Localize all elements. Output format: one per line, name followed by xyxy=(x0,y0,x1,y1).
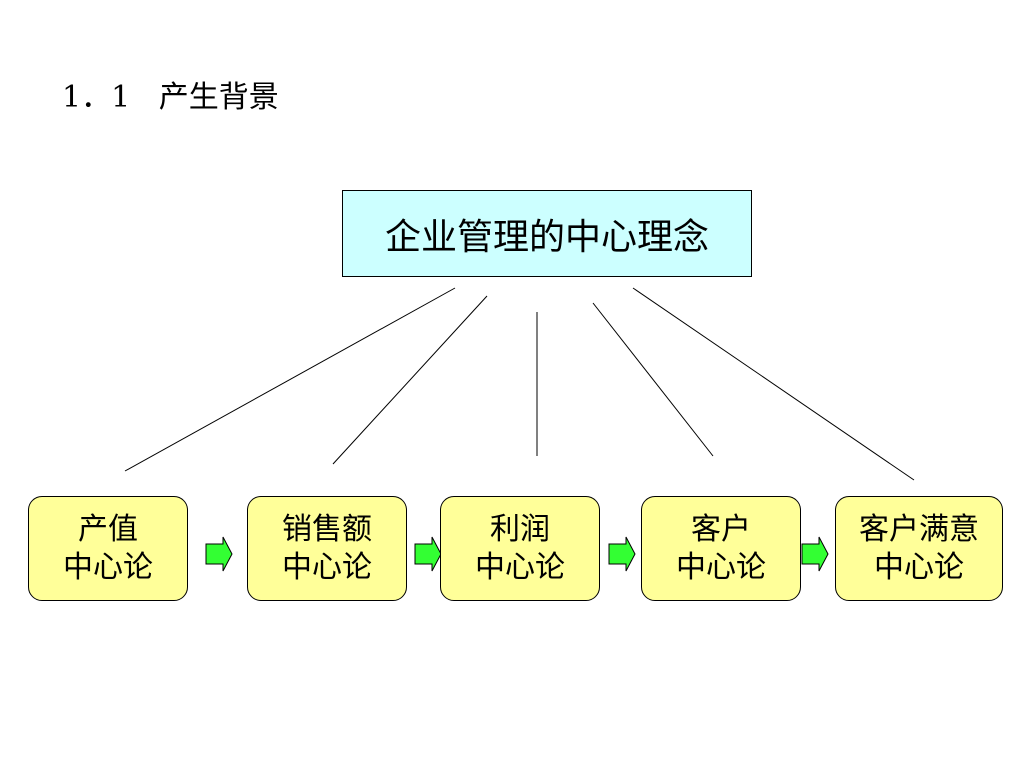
right-arrow-icon xyxy=(608,536,636,572)
node-label-line2: 中心论 xyxy=(282,549,372,585)
central-concept-box: 企业管理的中心理念 xyxy=(342,190,752,277)
node-profit-centric: 利润 中心论 xyxy=(440,496,600,601)
node-label-line1: 客户 xyxy=(691,511,751,547)
slide-title: 1．1 产生背景 xyxy=(62,80,279,115)
node-sales-centric: 销售额 中心论 xyxy=(247,496,407,601)
node-customer-satisfaction-centric: 客户满意 中心论 xyxy=(835,496,1003,601)
node-label-line2: 中心论 xyxy=(475,549,565,585)
node-label-line2: 中心论 xyxy=(63,549,153,585)
right-arrow-icon xyxy=(801,536,829,572)
central-concept-label: 企业管理的中心理念 xyxy=(384,216,709,258)
node-customer-centric: 客户 中心论 xyxy=(641,496,801,601)
right-arrow-icon xyxy=(414,536,442,572)
node-output-value-centric: 产值 中心论 xyxy=(28,496,188,601)
node-label-line2: 中心论 xyxy=(676,549,766,585)
connector-line-1 xyxy=(124,287,456,472)
node-label-line1: 销售额 xyxy=(282,511,372,547)
node-label-line1: 利润 xyxy=(490,511,550,547)
node-label-line1: 产值 xyxy=(78,511,138,547)
right-arrow-icon xyxy=(205,536,233,572)
connector-line-5 xyxy=(632,287,915,481)
connector-line-2 xyxy=(332,295,488,465)
node-label-line2: 中心论 xyxy=(874,549,964,585)
node-label-line1: 客户满意 xyxy=(859,511,979,547)
connector-line-4 xyxy=(592,302,714,457)
